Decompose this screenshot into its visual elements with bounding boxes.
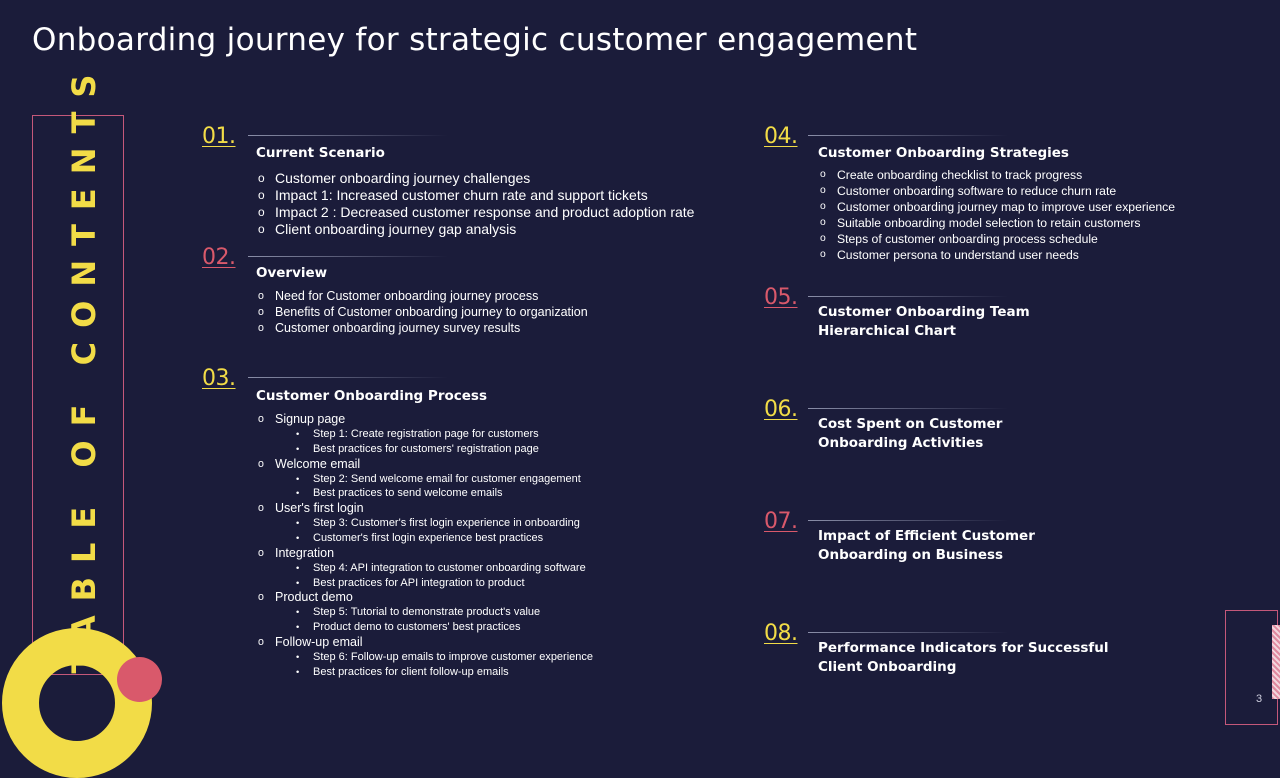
sub-item: Best practices for customers' registrati… xyxy=(275,442,593,457)
section-number: 04. xyxy=(764,124,798,149)
sub-item: Step 4: API integration to customer onbo… xyxy=(275,561,593,576)
sub-item: Step 1: Create registration page for cus… xyxy=(275,427,593,442)
list-item: Benefits of Customer onboarding journey … xyxy=(256,304,588,320)
sub-item: Customer's first login experience best p… xyxy=(275,531,593,546)
divider xyxy=(808,632,1008,633)
section-number: 03. xyxy=(202,366,236,391)
list-item: Customer onboarding journey survey resul… xyxy=(256,320,588,336)
list-item: Customer onboarding journey map to impro… xyxy=(818,199,1175,215)
sub-item: Product demo to customers' best practice… xyxy=(275,620,593,635)
page-title: Onboarding journey for strategic custome… xyxy=(32,22,918,58)
list-item: Suitable onboarding model selection to r… xyxy=(818,215,1175,231)
section-heading[interactable]: Customer Onboarding Process xyxy=(256,388,487,404)
list-item: IntegrationStep 4: API integration to cu… xyxy=(256,546,593,591)
list-item: Customer persona to understand user need… xyxy=(818,247,1175,263)
section-number: 05. xyxy=(764,285,798,310)
bullet-list: Need for Customer onboarding journey pro… xyxy=(256,288,588,336)
sub-item: Best practices for API integration to pr… xyxy=(275,576,593,591)
list-item: Product demoStep 5: Tutorial to demonstr… xyxy=(256,590,593,635)
pink-dot-decoration xyxy=(117,657,162,702)
divider xyxy=(248,256,448,257)
list-item: Signup pageStep 1: Create registration p… xyxy=(256,412,593,457)
bullet-list: Customer onboarding journey challenges I… xyxy=(256,170,694,238)
list-item: Customer onboarding journey challenges xyxy=(256,170,694,187)
section-number: 02. xyxy=(202,245,236,270)
divider xyxy=(808,135,1008,136)
list-item: Welcome emailStep 2: Send welcome email … xyxy=(256,457,593,502)
toc-label: TABLE OF CONTENTS xyxy=(65,60,103,674)
divider xyxy=(808,296,1008,297)
list-item: Impact 1: Increased customer churn rate … xyxy=(256,187,694,204)
section-heading[interactable]: Overview xyxy=(256,265,328,281)
divider xyxy=(808,408,1008,409)
corner-frame-decoration xyxy=(1225,610,1278,725)
process-list: Signup pageStep 1: Create registration p… xyxy=(256,412,593,680)
section-heading[interactable]: Current Scenario xyxy=(256,145,385,161)
list-item: Need for Customer onboarding journey pro… xyxy=(256,288,588,304)
hatched-strip-decoration xyxy=(1272,625,1280,699)
page-number: 3 xyxy=(1256,693,1263,705)
list-item: Impact 2 : Decreased customer response a… xyxy=(256,204,694,221)
sub-item: Step 2: Send welcome email for customer … xyxy=(275,472,593,487)
section-number: 01. xyxy=(202,124,236,149)
divider xyxy=(248,135,448,136)
sub-item: Best practices to send welcome emails xyxy=(275,486,593,501)
section-number: 07. xyxy=(764,509,798,534)
list-item: Create onboarding checklist to track pro… xyxy=(818,167,1175,183)
list-item: User's first loginStep 3: Customer's fir… xyxy=(256,501,593,546)
sub-item: Step 3: Customer's first login experienc… xyxy=(275,516,593,531)
bullet-list: Create onboarding checklist to track pro… xyxy=(818,167,1175,263)
list-item: Follow-up emailStep 6: Follow-up emails … xyxy=(256,635,593,680)
sub-item: Best practices for client follow-up emai… xyxy=(275,665,593,680)
list-item: Client onboarding journey gap analysis xyxy=(256,221,694,238)
divider xyxy=(808,520,1008,521)
list-item: Customer onboarding software to reduce c… xyxy=(818,183,1175,199)
divider xyxy=(248,377,448,378)
yellow-ring-decoration xyxy=(2,628,152,778)
list-item: Steps of customer onboarding process sch… xyxy=(818,231,1175,247)
section-number: 06. xyxy=(764,397,798,422)
sub-item: Step 6: Follow-up emails to improve cust… xyxy=(275,650,593,665)
sub-item: Step 5: Tutorial to demonstrate product'… xyxy=(275,605,593,620)
section-heading[interactable]: Customer Onboarding Strategies xyxy=(818,145,1069,161)
section-number: 08. xyxy=(764,621,798,646)
